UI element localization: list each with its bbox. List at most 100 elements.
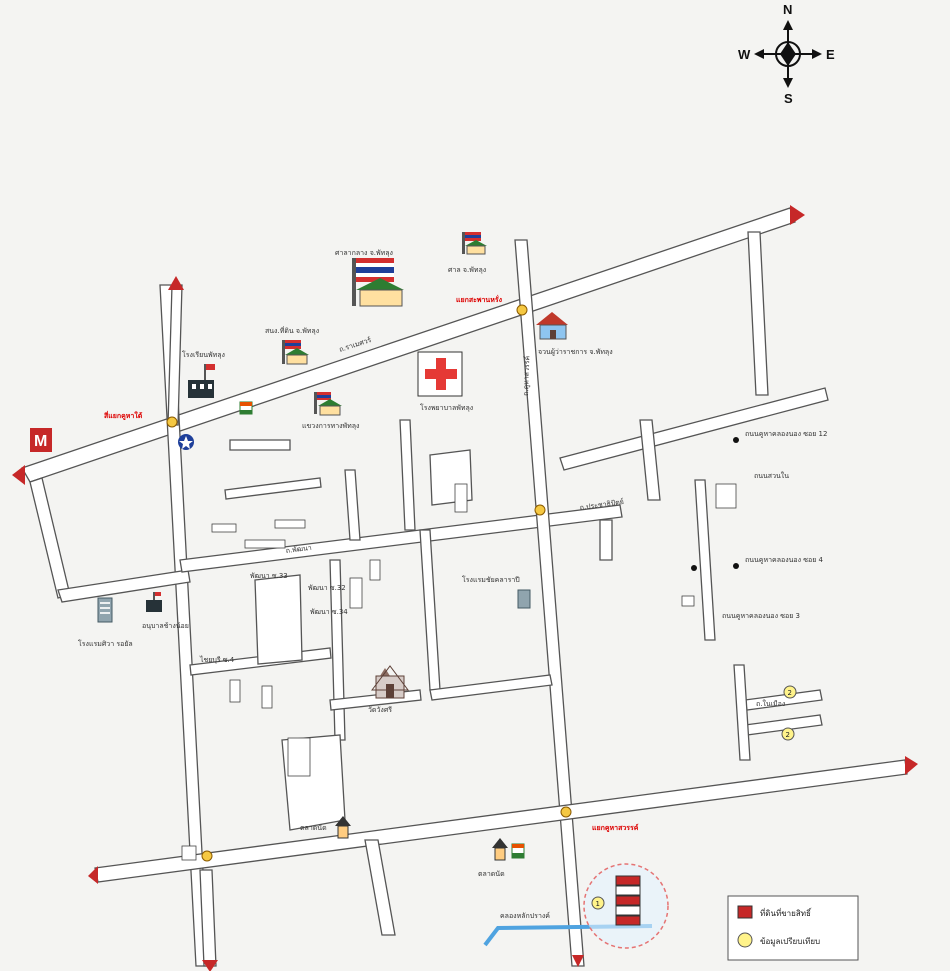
inner-street-13 xyxy=(399,419,416,531)
compass-s-label: S xyxy=(784,91,793,106)
svg-text:2: 2 xyxy=(788,689,792,697)
intersection-mid-icon xyxy=(534,504,546,516)
legend-info-label: ข้อมูลเปรียบเทียบ xyxy=(760,937,820,947)
compass-rose: N S E W xyxy=(738,2,835,106)
building-blocks xyxy=(181,483,737,861)
market1-label: ตลาดนัด xyxy=(300,824,327,832)
court-label: ศาล จ.พัทลุง xyxy=(448,266,486,274)
m-logo-icon: M xyxy=(30,428,52,452)
compass-e-label: E xyxy=(826,47,835,62)
hospital-label: โรงพยาบาลพัทลุง xyxy=(420,403,473,412)
soi-d-label: ถนนสวนใน xyxy=(754,471,789,480)
governor-residence-icon xyxy=(536,312,568,340)
inner-street-5 xyxy=(254,574,303,665)
intersection-left-icon xyxy=(166,416,178,428)
arrow-n-icon xyxy=(168,276,184,290)
arrow-e-icon xyxy=(905,756,918,775)
intersection-center-icon xyxy=(516,304,528,316)
hotel-center-icon xyxy=(517,589,531,609)
legend-sale-swatch xyxy=(737,905,753,919)
monument-icon xyxy=(146,592,162,612)
temple-icon xyxy=(371,665,409,699)
inner-street-8 xyxy=(364,839,396,936)
soi-c-label: ถนนคูหาคลองนอง ซอย 3 xyxy=(722,612,800,620)
governor-residence-label: จวนผู้ว่าราชการ จ.พัทลุง xyxy=(538,348,613,356)
inner-street-1 xyxy=(419,529,441,691)
bottom-left-vertical xyxy=(199,869,217,967)
main-road-south xyxy=(94,759,908,883)
inner-street-9 xyxy=(639,419,661,501)
intersection-bottom-icon xyxy=(560,806,572,818)
arrow-sw-icon xyxy=(88,866,98,884)
inner-street-14 xyxy=(344,469,361,541)
arrow-w-icon xyxy=(12,465,25,485)
hospital-icon xyxy=(417,351,463,397)
compass-north-arrow-icon xyxy=(783,20,793,30)
highway-office-icon xyxy=(314,392,342,416)
soi-b-label: ถนนคูหาคลองนอง ซอย 4 xyxy=(745,556,824,564)
arrow-ne-icon xyxy=(790,205,805,225)
monument-label: อนุบาลช้างน้อย xyxy=(142,622,189,630)
court-icon xyxy=(462,232,487,255)
pattana-32-label: พัฒนา ซ.32 xyxy=(308,584,346,592)
star-logo-icon xyxy=(178,434,194,450)
inner-street-3 xyxy=(429,674,553,701)
pattana-road xyxy=(179,504,623,573)
main-road-north xyxy=(21,207,796,483)
temple-label: วัดวังศรี xyxy=(368,706,392,714)
chaiburi-label: ไชยบุรี ซ.4 xyxy=(199,655,235,664)
canal-label: คลองหลักปรางค์ xyxy=(500,912,550,920)
inner-street-2 xyxy=(329,559,346,741)
soi-dots xyxy=(691,437,739,571)
inner-street-10 xyxy=(599,519,613,561)
school-icon xyxy=(188,364,215,398)
highway-office-label: แขวงการทางพัทลุง xyxy=(302,422,359,430)
market1-icon xyxy=(335,816,351,839)
intersection-center-label: แยกสะพานหรั่ง xyxy=(456,294,503,304)
map-legend: ที่ดินที่ขายสิทธิ์ ข้อมูลเปรียบเทียบ xyxy=(727,895,859,961)
compass-west-arrow-icon xyxy=(754,49,764,59)
marker-1[interactable]: 1 xyxy=(591,896,605,910)
kuhasawan-road-label: ถ.คูหาสวรรค์ xyxy=(522,355,531,396)
right-lower-vertical xyxy=(733,664,751,761)
soi-e-label: ถ.ในเมือง xyxy=(756,699,785,708)
target-area xyxy=(583,863,669,949)
arrow-s-left-icon xyxy=(202,960,218,971)
marker-2b[interactable]: 2 xyxy=(781,727,795,741)
marker-2a[interactable]: 2 xyxy=(783,685,797,699)
far-left-road xyxy=(29,477,71,599)
road-end-arrows xyxy=(12,205,918,971)
school-label: โรงเรียนพัทลุง xyxy=(182,350,225,359)
intersection-markers xyxy=(166,304,572,862)
inner-street-11 xyxy=(694,479,716,641)
intersection-left-label: สี่แยกคูหาใต้ xyxy=(103,410,142,421)
land-office-label: สนง.ที่ดิน จ.พัทลุง xyxy=(265,326,319,335)
soi-a-label: ถนนคูหาคลองนอง ซอย 12 xyxy=(745,430,827,438)
legend-sale-label: ที่ดินที่ขายสิทธิ์ xyxy=(760,907,812,918)
land-office-icon xyxy=(282,340,309,365)
convenience-store-icon xyxy=(239,401,253,415)
intersection-bottomleft-icon xyxy=(201,850,213,862)
right-upper-road xyxy=(559,387,829,471)
right-vertical-road xyxy=(747,231,769,396)
hotel-left-icon xyxy=(97,597,113,623)
hotel-left-label: โรงแรมศิวา รอยัล xyxy=(78,639,133,648)
legend-info-swatch xyxy=(737,932,753,948)
compass-w-label: W xyxy=(738,47,751,62)
road-network xyxy=(21,207,908,967)
inner-street-15 xyxy=(224,477,322,500)
compass-n-label: N xyxy=(783,2,792,17)
left-lower-cross xyxy=(57,569,191,603)
market2-label: ตลาดนัด xyxy=(478,870,505,878)
inner-street-12 xyxy=(229,439,291,451)
arrow-s-center-icon xyxy=(572,955,584,967)
pattana-33-label: พัฒนา ซ.33 xyxy=(250,572,288,580)
pattana-road-label: ถ.พัฒนา xyxy=(285,544,312,555)
compass-east-arrow-icon xyxy=(812,49,822,59)
hotel-center-label: โรงแรมชัยคลาราปี xyxy=(462,575,520,584)
intersection-bottom-label: แยกคูหาสวรรค์ xyxy=(592,823,639,833)
pattana-34-label: พัฒนา ซ.34 xyxy=(310,608,348,616)
compass-south-arrow-icon xyxy=(783,78,793,88)
svg-text:2: 2 xyxy=(786,731,790,739)
